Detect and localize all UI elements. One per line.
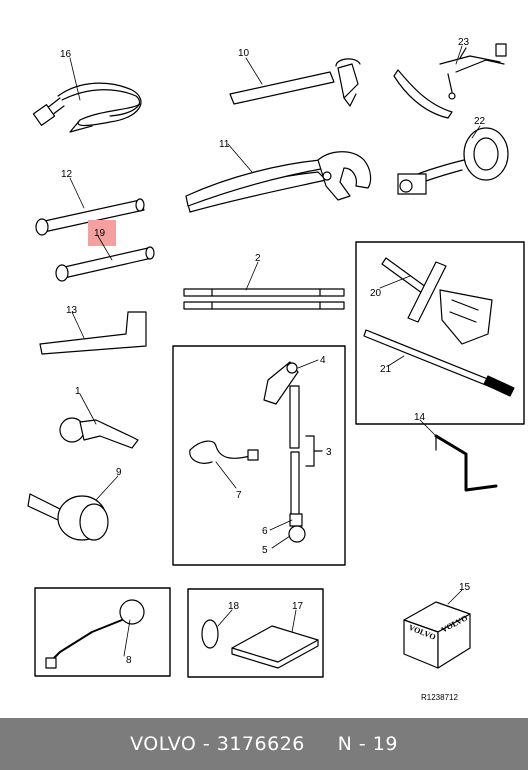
group-box-20-21 [355,241,525,425]
callout-11: 11 [219,139,230,150]
callout-23: 23 [458,37,470,48]
footer-part-number: VOLVO - 3176626 [130,733,305,755]
part-7-cable-tie [189,440,259,464]
group-box-8 [34,587,171,677]
part-2-rods [183,288,345,310]
callout-19: 19 [94,228,106,239]
part-17-manual [231,625,319,669]
callout-8: 8 [126,655,132,666]
group-box-17-18 [187,588,324,678]
part-3-jack-screw [289,385,323,517]
callout-15: 15 [459,582,471,593]
callout-21: 21 [380,364,392,375]
part-15-box [403,601,471,669]
callout-18: 18 [228,601,240,612]
footer-page-ref: N - 19 [337,733,398,755]
part-21-extension-rod [363,329,515,397]
callout-14: 14 [414,412,426,423]
part-11-pliers [185,151,372,213]
callout-5: 5 [262,545,268,556]
part-19-socket-wrench [55,246,155,282]
callout-9: 9 [116,467,122,478]
part-13-hex-key [39,311,147,355]
part-1-socket [59,417,139,449]
part-9-adapter [27,493,109,541]
callout-22: 22 [474,116,486,127]
part-20-tool-kit [381,257,493,345]
callout-17: 17 [292,601,304,612]
callout-10: 10 [238,48,250,59]
part-19-highlight [88,220,116,246]
part-16-cable [32,82,142,133]
parts-diagram: 16 10 23 11 22 12 19 2 13 20 4 21 1 14 3… [27,37,525,702]
part-14-crank [434,434,498,492]
part-10-hammer [229,58,361,107]
part-5-6-jack-base [288,513,306,543]
callout-1: 1 [75,386,81,397]
callout-16: 16 [60,49,72,60]
part-8-gauge-tool [45,599,145,669]
callout-6: 6 [262,526,268,537]
part-22-strap [397,127,509,195]
callout-20: 20 [370,288,382,299]
callout-3: 3 [326,447,332,458]
part-18-ring [201,619,219,649]
footer-spacer [305,733,338,755]
part-23-harness [393,43,507,119]
reference-code: R1238712 [421,693,458,702]
group-box-jack [172,345,346,566]
callout-13: 13 [66,305,78,316]
footer-bar: VOLVO - 3176626 N - 19 [0,718,528,770]
callout-4: 4 [320,355,326,366]
callout-12: 12 [61,169,73,180]
part-4-jack-head [263,361,299,405]
part-12-wheel-brace [35,198,145,236]
callout-7: 7 [236,490,242,501]
callout-2: 2 [255,253,261,264]
